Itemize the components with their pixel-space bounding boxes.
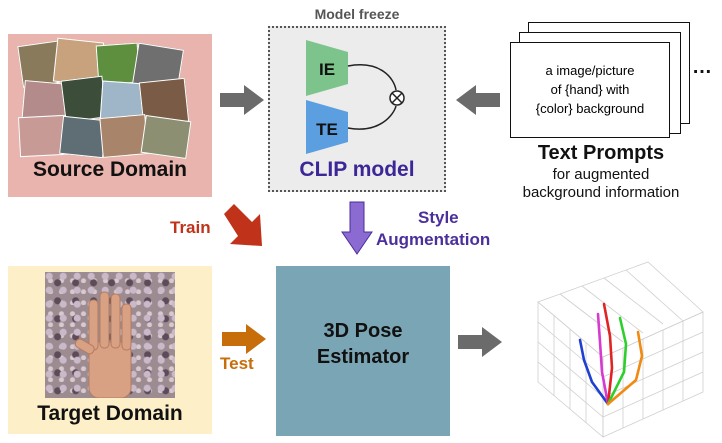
ring-bone: [606, 316, 628, 406]
clip-model-label: CLIP model: [299, 158, 415, 181]
style-augmentation-line2: Augmentation: [376, 230, 491, 249]
train-arrow: [224, 204, 262, 246]
ie-label: IE: [318, 60, 336, 79]
middle-bone: [602, 302, 614, 406]
test-label: Test: [220, 354, 254, 373]
text-prompts-title: Text Prompts: [537, 142, 665, 164]
arrow-prompts-to-clip: [456, 85, 500, 115]
pose-estimator-box: [276, 266, 450, 436]
plot-grid: [537, 261, 704, 438]
collage-image: [140, 114, 192, 160]
pose-estimator-label-1: 3D Pose: [323, 320, 403, 342]
image-encoder-shape: [306, 40, 348, 96]
thumb-bone: [578, 338, 610, 406]
more-prompts-ellipsis: …: [692, 56, 712, 78]
arrow-source-to-clip: [220, 85, 264, 115]
index-bone: [596, 312, 610, 406]
clip-encoders-diagram: [306, 40, 405, 154]
te-label: TE: [316, 120, 338, 139]
style-augmentation-line1: Style: [418, 208, 459, 227]
prompt-text-line: {color} background: [535, 101, 645, 116]
clip-model-box: [268, 26, 446, 192]
pinky-bone: [606, 330, 644, 406]
pose-estimator-label-2: Estimator: [316, 346, 410, 368]
prompt-text-line: a image/picture: [545, 63, 635, 78]
target-domain-label: Target Domain: [37, 402, 183, 425]
arrow-estimator-to-output: [458, 327, 502, 357]
model-freeze-label: Model freeze: [314, 6, 400, 22]
pose-3d-plot: [537, 261, 704, 438]
prompt-card-front: a image/picture of {hand} with {color} b…: [510, 42, 670, 138]
hand-shape: [74, 291, 132, 399]
train-label: Train: [170, 218, 211, 237]
prompt-text-line: of {hand} with: [550, 82, 630, 97]
test-arrow: [222, 324, 266, 354]
text-encoder-shape: [306, 100, 348, 154]
source-image-collage: [15, 37, 195, 160]
hand-skeleton: [578, 302, 644, 406]
text-prompts-subtitle-2: background information: [522, 184, 680, 201]
style-augmentation-arrow: [341, 201, 373, 255]
text-prompts-subtitle-1: for augmented: [552, 166, 650, 183]
target-hand-image: [45, 272, 175, 399]
source-domain-label: Source Domain: [32, 158, 188, 181]
